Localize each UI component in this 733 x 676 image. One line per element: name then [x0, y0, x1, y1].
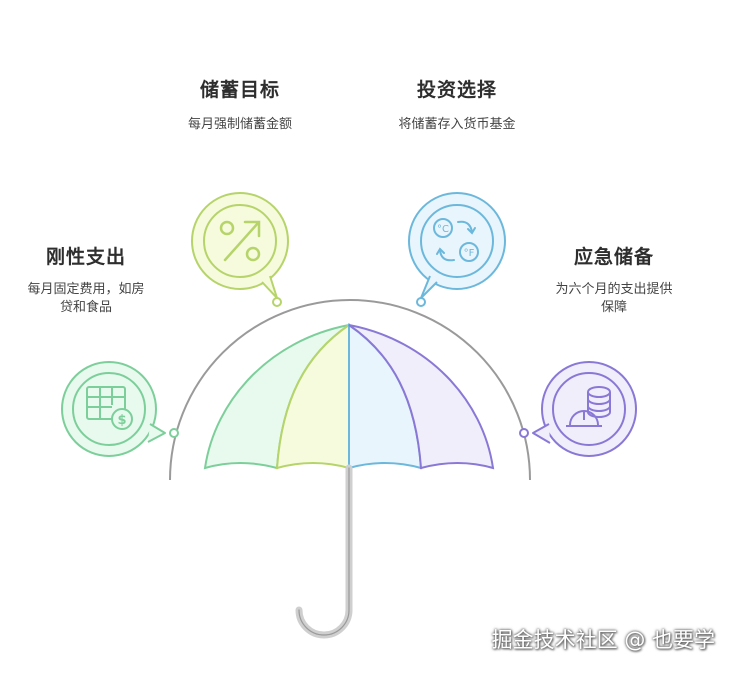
bubble-2: [191, 191, 289, 299]
ledger-dollar-icon: $: [86, 386, 133, 430]
item-desc-line: 为六个月的支出提供: [555, 282, 673, 297]
label-investment-choice: 投资选择 将储蓄存入货币基金: [372, 75, 542, 134]
item-title: 投资选择: [416, 79, 497, 101]
item-title: 应急储备: [573, 246, 654, 268]
label-rigid-expense: 刚性支出 每月固定费用，如房 贷和食品: [0, 242, 172, 317]
svg-text:°F: °F: [464, 248, 475, 259]
item-desc-line: 保障: [600, 300, 627, 315]
arc-dot-3: [416, 297, 426, 307]
item-desc: 为六个月的支出提供 保障: [530, 281, 698, 317]
item-desc: 每月强制储蓄金额: [187, 117, 292, 132]
canopy-panel-2: [275, 323, 350, 470]
canopy-panel-4: [348, 324, 495, 470]
label-emergency-reserve: 应急储备 为六个月的支出提供 保障: [530, 242, 698, 317]
arc-dot-1: [169, 428, 179, 438]
percent-arrow-icon: [219, 220, 261, 262]
umbrella-canopy: [203, 323, 495, 470]
item-title: 储蓄目标: [199, 79, 280, 101]
item-title: 刚性支出: [45, 246, 126, 268]
outer-arc: [169, 299, 531, 481]
currency-exchange-icon: °C °F: [433, 218, 479, 262]
label-savings-goal: 储蓄目标 每月强制储蓄金额: [160, 75, 320, 134]
arc-dot-4: [519, 428, 529, 438]
item-desc: 每月固定费用，如房 贷和食品: [0, 281, 172, 317]
item-desc-line: 每月固定费用，如房: [27, 282, 145, 297]
umbrella-handle: [295, 464, 353, 639]
coins-hardhat-icon: [566, 386, 611, 427]
item-desc-line: 贷和食品: [59, 300, 112, 315]
bubble-4: [532, 360, 637, 458]
item-desc: 将储蓄存入货币基金: [398, 117, 516, 132]
bubble-1: $: [60, 360, 166, 458]
svg-text:$: $: [117, 413, 126, 428]
bubble-3: °C °F: [408, 191, 506, 299]
arc-dot-2: [272, 297, 282, 307]
umbrella-handle-outline: [298, 467, 350, 636]
svg-text:°C: °C: [437, 224, 449, 235]
watermark: 掘金技术社区 @ 也要学: [491, 628, 715, 652]
